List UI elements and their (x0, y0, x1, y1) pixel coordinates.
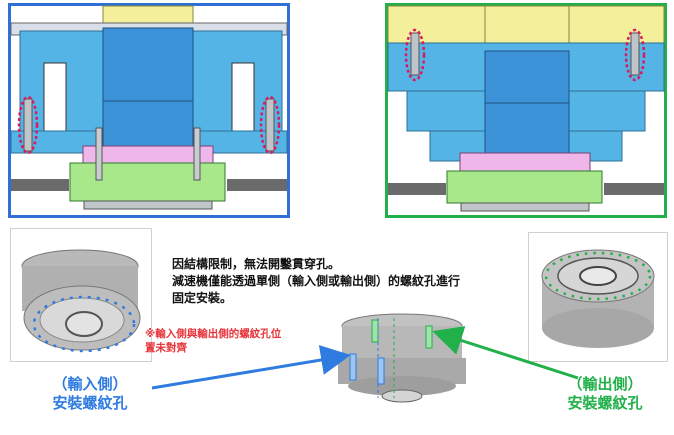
input-side-label: （輸入側） 安裝螺紋孔 (20, 375, 160, 413)
output-side-reducer-image (528, 232, 668, 362)
input-side-cross-section (8, 3, 290, 218)
description-line-3: 固定安裝。 (172, 291, 233, 305)
warning-line-1: ※輸入側與輸出側的螺紋孔位 (145, 328, 282, 340)
input-side-label-line-2: 安裝螺紋孔 (52, 394, 128, 412)
input-side-arrow (151, 345, 351, 390)
highlight-ring-left (17, 95, 39, 155)
output-side-label-line-1: （輸出側） (567, 375, 643, 393)
misalignment-warning: ※輸入側與輸出側的螺紋孔位 置未對齊 (145, 327, 345, 355)
highlight-ring-right (624, 28, 646, 82)
description-line-2: 減速機僅能透過單側（輸入側或輸出側）的螺紋孔進行 (172, 274, 461, 288)
description-line-1: 因結構限制，無法開鑿貫穿孔。 (172, 257, 341, 271)
reducer-side-view-image (328, 306, 476, 410)
output-side-label-line-2: 安裝螺紋孔 (567, 394, 643, 412)
highlight-ring-right (259, 95, 281, 155)
output-side-label: （輸出側） 安裝螺紋孔 (535, 375, 674, 413)
description-note: 因結構限制，無法開鑿貫穿孔。 減速機僅能透過單側（輸入側或輸出側）的螺紋孔進行 … (172, 256, 512, 307)
warning-line-2: 置未對齊 (145, 342, 187, 354)
input-side-label-line-1: （輸入側） (52, 375, 128, 393)
input-side-reducer-image (10, 228, 152, 362)
output-side-cross-section (385, 3, 667, 218)
highlight-ring-left (404, 28, 426, 82)
